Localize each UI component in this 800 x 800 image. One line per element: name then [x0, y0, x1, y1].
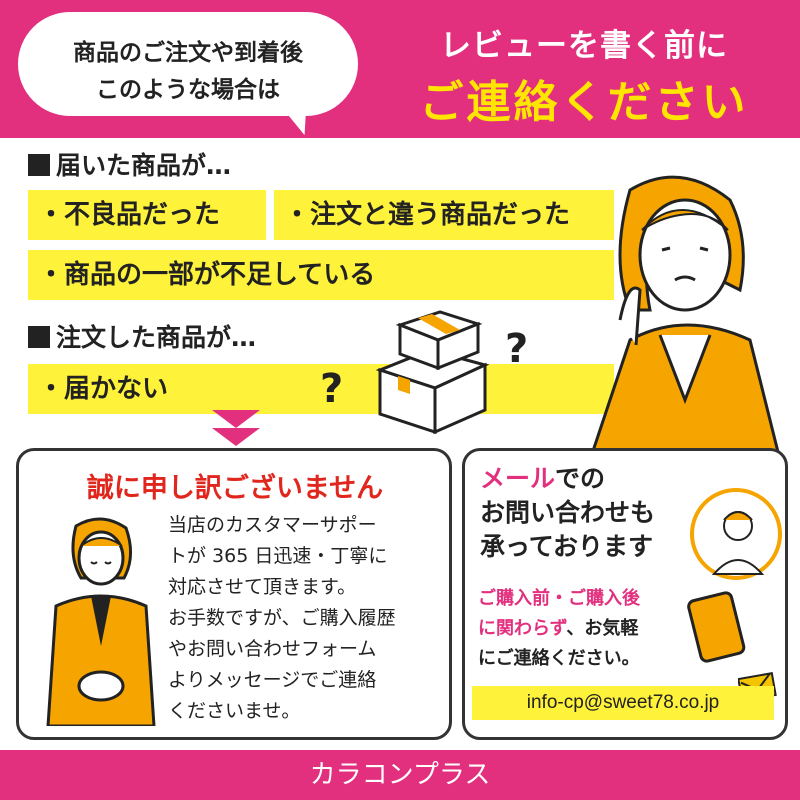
down-arrow-icon — [212, 428, 260, 446]
apology-body: 当店のカスタマーサポー トが 365 日迅速・丁寧に 対応させて頂きます。 お手… — [168, 510, 443, 727]
apology-line: 当店のカスタマーサポー — [168, 514, 377, 536]
speech-bubble — [18, 12, 358, 116]
contact-title-mail: メール — [480, 464, 556, 493]
support-staff-phone-illustration — [687, 488, 782, 663]
contact-title: メールでの お問い合わせも 承っております — [480, 464, 656, 561]
bubble-line-1: 商品のご注文や到着後 — [73, 40, 303, 66]
section-heading-received: 届いた商品が… — [28, 146, 231, 182]
header-title-line-2: ご連絡ください — [419, 77, 749, 128]
list-item: ・不良品だった — [28, 190, 266, 240]
square-bullet-icon — [28, 326, 50, 348]
apology-line: お手数ですが、ご購入履歴 — [168, 607, 396, 629]
list-item: ・注文と違う商品だった — [274, 190, 614, 240]
section-heading-ordered: 注文した商品が… — [28, 318, 256, 354]
header-title-line-1: レビューを書く前に — [440, 28, 728, 64]
apology-line: くださいませ。 — [168, 700, 301, 722]
question-mark-icon: ? — [320, 366, 344, 412]
contact-note: ご購入前・ご購入後 に関わらず、お気軽 にご連絡ください。 — [478, 588, 640, 669]
down-arrow-icon — [212, 410, 260, 428]
apology-line: やお問い合わせフォーム — [168, 638, 377, 660]
square-bullet-icon — [28, 154, 50, 176]
question-mark-icon: ? — [505, 326, 529, 372]
footer-shop-name: カラコンプラス — [0, 750, 800, 800]
email-address[interactable]: info-cp@sweet78.co.jp — [472, 686, 774, 720]
apology-line: 対応させて頂きます。 — [168, 576, 357, 598]
boxes-illustration — [375, 310, 490, 435]
bubble-line-2: このような場合は — [96, 77, 280, 103]
apology-line: よりメッセージでご連絡 — [168, 669, 377, 691]
list-item: ・商品の一部が不足している — [28, 250, 614, 300]
thinking-woman-illustration — [588, 175, 782, 460]
apology-title: 誠に申し訳ございません — [86, 473, 384, 504]
list-item: ・届かない — [28, 364, 614, 414]
apology-line: トが 365 日迅速・丁寧に — [168, 545, 388, 567]
bowing-staff-illustration — [46, 517, 156, 726]
